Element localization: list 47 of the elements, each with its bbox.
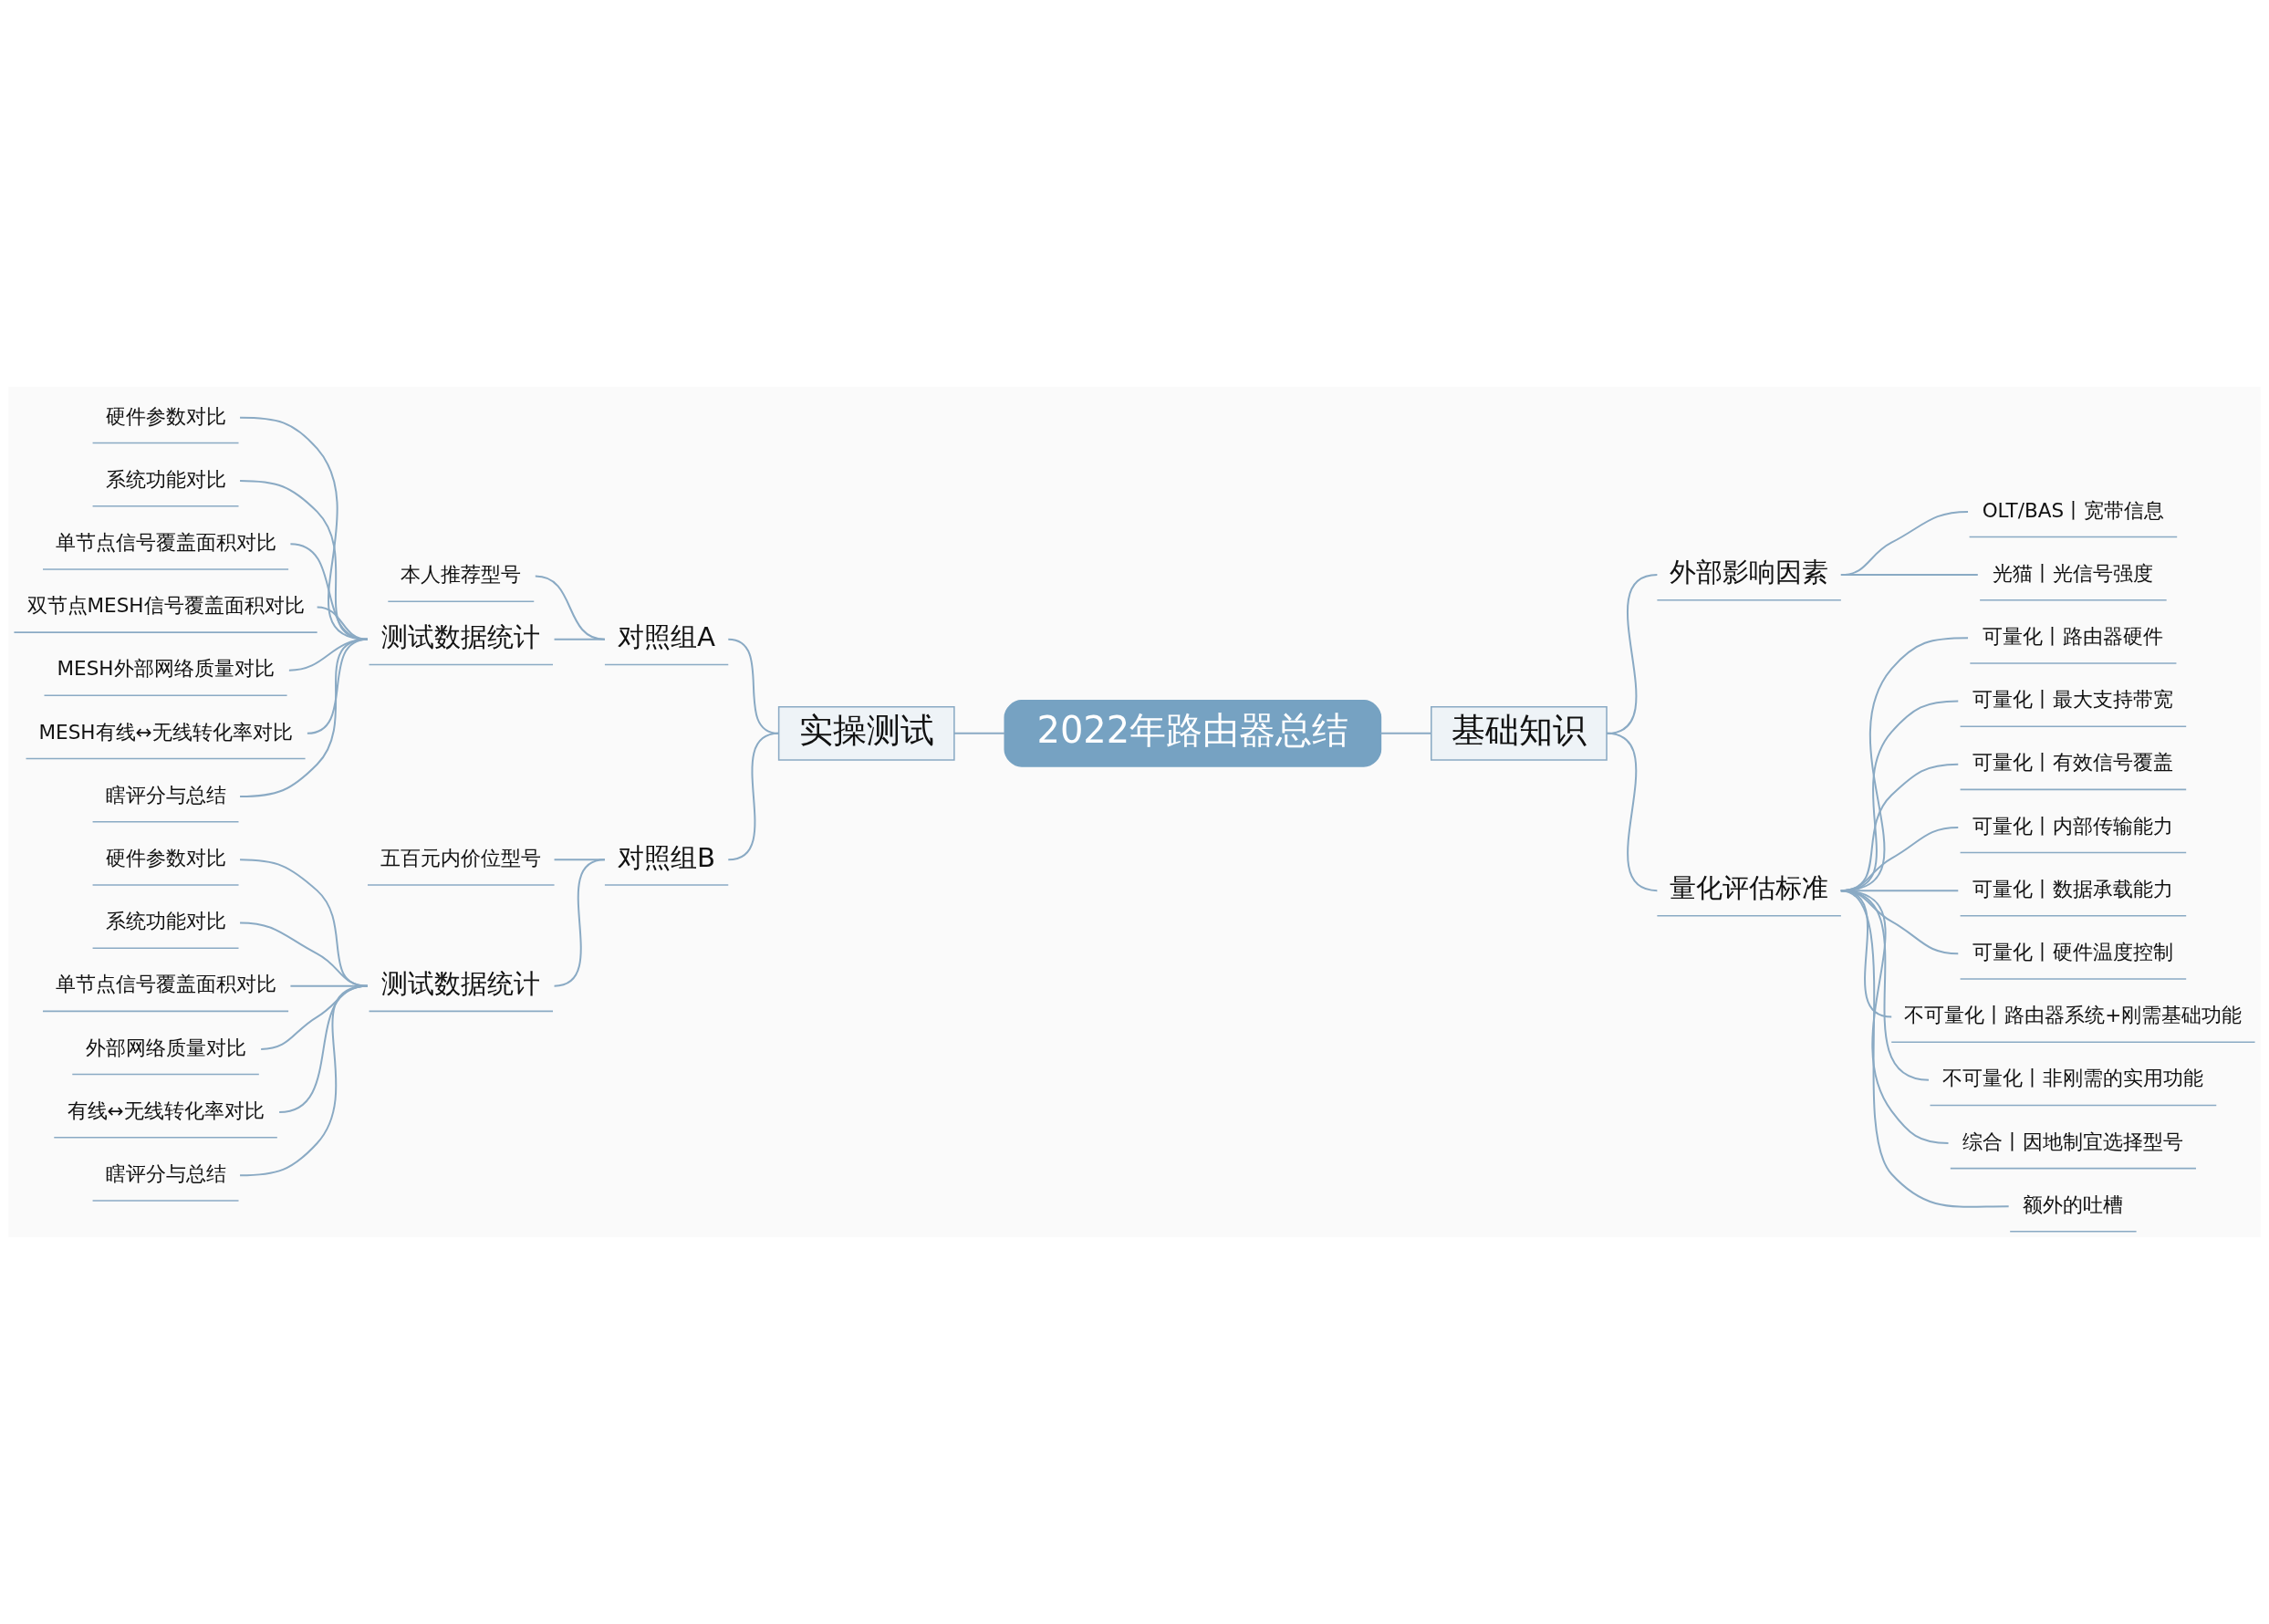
node-text: 综合丨因地制宜选择型号 bbox=[1962, 1130, 2184, 1153]
connector bbox=[727, 732, 780, 861]
node-text: 测试数据统计 bbox=[381, 967, 541, 999]
connector bbox=[553, 638, 606, 640]
node-text: 硬件参数对比 bbox=[105, 404, 226, 428]
node-box: 基础知识 bbox=[1431, 705, 1608, 761]
node-text: 可量化丨数据承载能力 bbox=[1972, 877, 2174, 900]
connector bbox=[952, 732, 1006, 734]
node-text: 五百元内价位型号 bbox=[380, 846, 542, 869]
node-text: 不可量化丨非刚需的实用功能 bbox=[1942, 1067, 2204, 1090]
node-text: 瞎评分与总结 bbox=[105, 783, 226, 807]
node-text: 额外的吐槽 bbox=[2023, 1192, 2124, 1216]
node-text: MESH有线↔无线转化率对比 bbox=[38, 720, 293, 744]
node-text: 可量化丨硬件温度控制 bbox=[1972, 941, 2174, 964]
node-text: 可量化丨有效信号覆盖 bbox=[1972, 751, 2174, 775]
node-text: 单节点信号覆盖面积对比 bbox=[55, 530, 276, 554]
node-text: 硬件参数对比 bbox=[105, 846, 226, 869]
node-text: 外部网络质量对比 bbox=[85, 1036, 246, 1059]
connector bbox=[1606, 732, 1659, 892]
node-text: 有线↔无线转化率对比 bbox=[67, 1098, 265, 1122]
node-text: OLT/BAS丨宽带信息 bbox=[1982, 498, 2165, 522]
node-text: 对照组B bbox=[618, 841, 716, 873]
node-text: 外部影响因素 bbox=[1670, 557, 1829, 588]
node-text: 对照组A bbox=[618, 621, 716, 653]
node-text: 测试数据统计 bbox=[381, 621, 541, 653]
node-text: 可量化丨最大支持带宽 bbox=[1972, 688, 2174, 712]
node-text: 光猫丨光信号强度 bbox=[1993, 561, 2154, 585]
connector bbox=[239, 638, 369, 798]
node-text: 量化评估标准 bbox=[1670, 872, 1829, 904]
node-text: 系统功能对比 bbox=[105, 910, 226, 933]
node-box: 实操测试 bbox=[777, 705, 955, 761]
node-text: 不可量化丨路由器系统+刚需基础功能 bbox=[1904, 1004, 2243, 1027]
node-text: 本人推荐型号 bbox=[401, 563, 522, 587]
node-text: 瞎评分与总结 bbox=[105, 1162, 226, 1186]
connector bbox=[239, 984, 369, 1177]
node-text: 可量化丨内部传输能力 bbox=[1972, 814, 2174, 838]
node-text: 单节点信号覆盖面积对比 bbox=[55, 973, 276, 996]
node-text: MESH外部网络质量对比 bbox=[57, 657, 275, 681]
connector bbox=[1379, 732, 1432, 734]
connector bbox=[553, 859, 606, 987]
node-text: 双节点MESH信号覆盖面积对比 bbox=[26, 594, 305, 618]
connector bbox=[534, 575, 606, 640]
connector bbox=[1839, 890, 2010, 1208]
node-text: 系统功能对比 bbox=[105, 467, 226, 491]
node-box: 2022年路由器总结 bbox=[1004, 699, 1382, 767]
connector bbox=[1839, 574, 1979, 577]
node-text: 可量化丨路由器硬件 bbox=[1983, 624, 2164, 648]
